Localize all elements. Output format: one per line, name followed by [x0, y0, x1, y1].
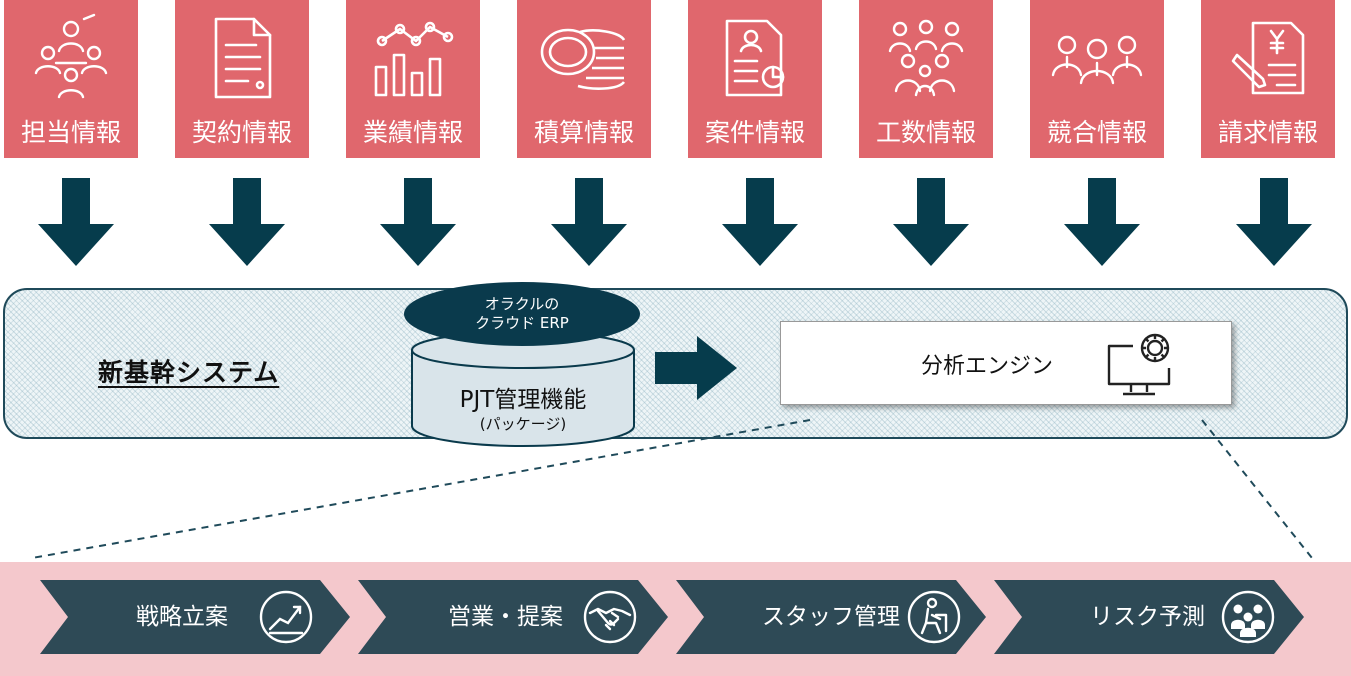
analysis-engine-box: 分析エンジン — [780, 321, 1232, 405]
source-box-tanto: 担当情報 — [4, 0, 138, 158]
contract-document-icon — [175, 8, 309, 108]
right-arrow-icon — [655, 336, 737, 400]
project-report-icon — [688, 8, 822, 108]
cloud-line-2: クラウド ERP — [475, 314, 569, 332]
source-label: 請求情報 — [1217, 118, 1318, 147]
source-label: 積算情報 — [533, 118, 634, 147]
source-box-sekisan: 積算情報 — [517, 0, 651, 158]
cloud-line-1: オラクルの — [484, 295, 560, 313]
source-label: 担当情報 — [20, 118, 121, 147]
source-box-gyoseki: 業績情報 — [346, 0, 480, 158]
outcome-label: リスク予測 — [1090, 604, 1205, 630]
invoice-yen-icon — [1201, 8, 1335, 108]
source-box-seikyu: 請求情報 — [1201, 0, 1335, 158]
source-label: 競合情報 — [1046, 118, 1147, 147]
pjt-package-label: (パッケージ) — [479, 415, 567, 433]
rising-chart-icon — [259, 590, 313, 644]
bar-line-chart-icon — [346, 8, 480, 108]
outcome-label: 戦略立案 — [136, 604, 228, 630]
source-label: 業績情報 — [362, 118, 463, 147]
handshake-icon — [583, 590, 637, 644]
source-label: 案件情報 — [704, 118, 805, 147]
system-title: 新基幹システム — [98, 358, 280, 387]
source-box-keiyaku: 契約情報 — [175, 0, 309, 158]
outcome-senryaku: 戦略立案 — [40, 580, 350, 654]
outcome-eigyo: 営業・提案 — [358, 580, 668, 654]
outcome-risk: リスク予測 — [994, 580, 1304, 654]
source-label: 契約情報 — [191, 118, 292, 147]
source-box-anken: 案件情報 — [688, 0, 822, 158]
source-box-kyogo: 競合情報 — [1030, 0, 1164, 158]
down-arrow-icon — [893, 178, 969, 266]
oracle-cloud-erp-badge: オラクルの クラウド ERP — [404, 282, 640, 346]
coin-stack-icon — [517, 8, 651, 108]
down-arrow-icon — [551, 178, 627, 266]
pjt-management-label: PJT管理機能 — [459, 387, 587, 413]
outcome-label: 営業・提案 — [448, 604, 563, 630]
down-arrow-icon — [1064, 178, 1140, 266]
competitors-icon — [1030, 8, 1164, 108]
down-arrow-icon — [722, 178, 798, 266]
staff-desk-icon — [907, 590, 961, 644]
team-people-icon — [859, 8, 993, 108]
group-people-icon — [1221, 590, 1275, 644]
source-label: 工数情報 — [875, 118, 976, 147]
down-arrow-icon — [380, 178, 456, 266]
down-arrow-icon — [38, 178, 114, 266]
meeting-people-icon — [4, 8, 138, 108]
down-arrow-icon — [1236, 178, 1312, 266]
down-arrow-icon — [209, 178, 285, 266]
source-box-kousu: 工数情報 — [859, 0, 993, 158]
outcome-staff: スタッフ管理 — [676, 580, 986, 654]
monitor-gear-icon — [1107, 333, 1171, 396]
analysis-engine-label: 分析エンジン — [921, 354, 1054, 379]
outcome-label: スタッフ管理 — [762, 604, 900, 630]
